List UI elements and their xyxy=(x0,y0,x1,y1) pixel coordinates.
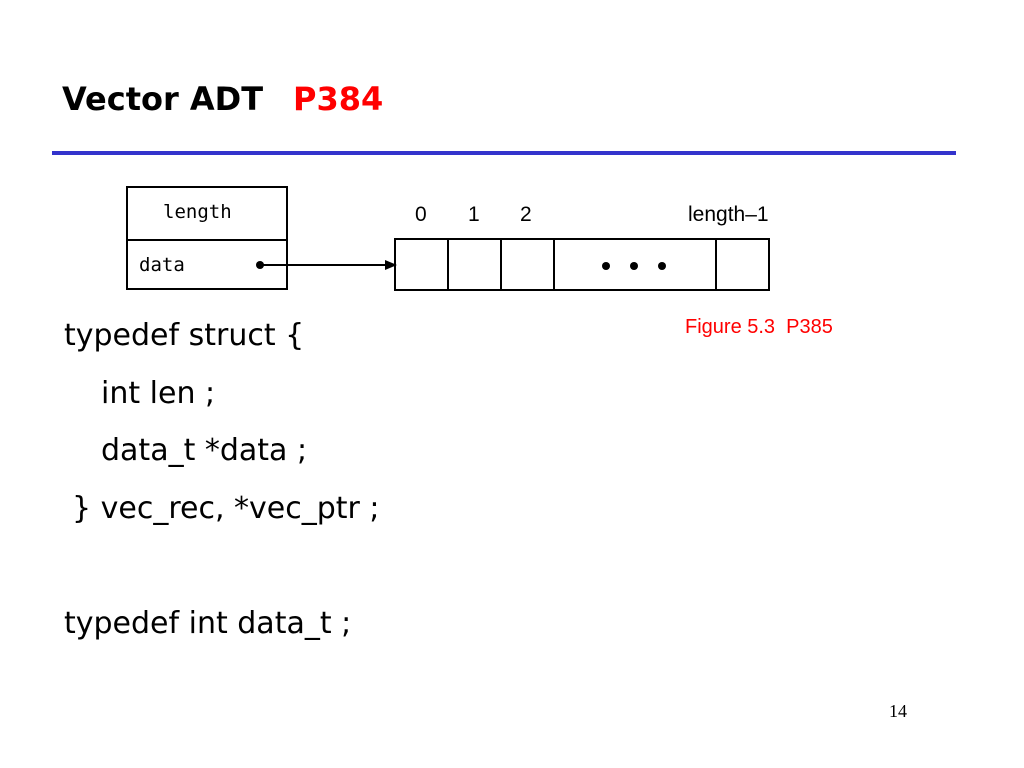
slide-title-text: Vector ADT xyxy=(62,80,264,118)
array-index-1: 1 xyxy=(468,203,480,226)
code-line-int-len: int len ; xyxy=(101,376,216,411)
code-line-vec-rec: } vec_rec, *vec_ptr ; xyxy=(72,491,380,526)
array-index-2: 2 xyxy=(520,203,532,226)
code-line-data-pointer: data_t *data ; xyxy=(101,433,308,468)
code-line-typedef-struct: typedef struct { xyxy=(64,318,305,353)
slide-title: Vector ADT P384 xyxy=(62,80,383,118)
array-outline xyxy=(394,238,770,291)
figure-caption: Figure 5.3 P385 xyxy=(685,316,833,338)
vec-struct-box xyxy=(126,186,288,290)
page-number: 14 xyxy=(889,701,907,721)
ellipsis-dot xyxy=(658,262,666,270)
slide-title-page-ref: P384 xyxy=(293,80,384,118)
struct-field-data: data xyxy=(139,254,185,276)
title-divider xyxy=(52,151,956,155)
struct-field-divider xyxy=(128,239,286,241)
struct-field-length: length xyxy=(163,201,232,223)
ellipsis-dot xyxy=(630,262,638,270)
code-line-typedef-int: typedef int data_t ; xyxy=(64,606,352,641)
array-index-0: 0 xyxy=(415,203,427,226)
array-index-last: length–1 xyxy=(688,203,769,226)
ellipsis-dot xyxy=(602,262,610,270)
